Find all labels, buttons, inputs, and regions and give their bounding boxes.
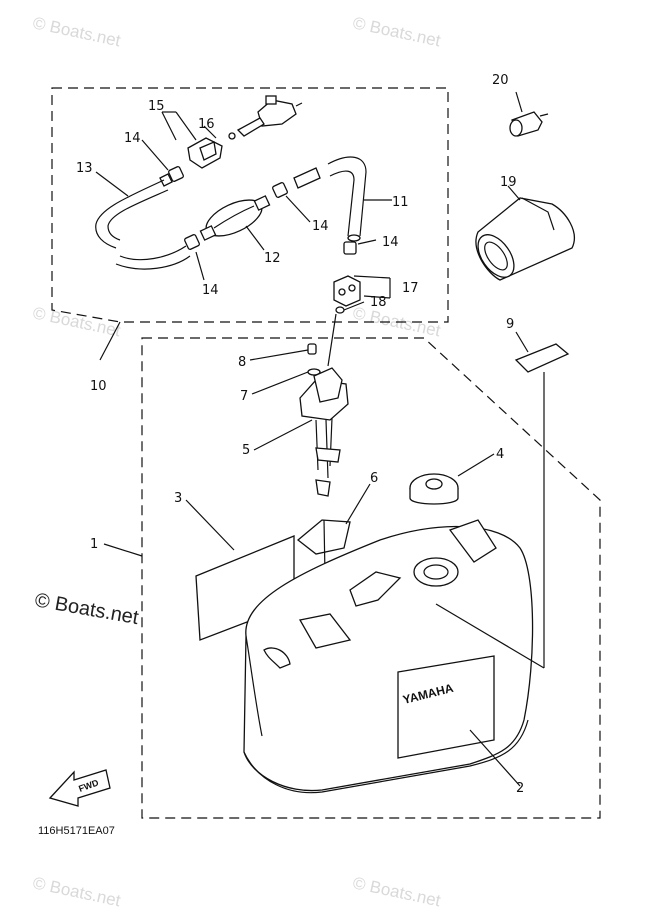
callout-18: 18	[370, 295, 387, 310]
callout-17: 17	[402, 281, 419, 296]
callout-numbers: 15 16 14 13 11 14 12 14 14 17 18 20 19 9…	[76, 73, 524, 796]
callout-5: 5	[242, 443, 250, 458]
primer-pump-part	[199, 195, 271, 241]
watermark-bottom-left: © Boats.net	[31, 873, 122, 910]
connector-cover-19-part	[475, 197, 575, 281]
callout-8: 8	[238, 355, 246, 370]
callout-11: 11	[392, 195, 409, 210]
callout-9: 9	[506, 317, 514, 332]
callout-10: 10	[90, 379, 107, 394]
tank-assembly-outline	[141, 337, 601, 819]
fuel-joint-part	[333, 275, 361, 314]
leader-lines	[95, 91, 545, 787]
callout-1: 1	[90, 537, 98, 552]
callout-14-c: 14	[382, 235, 399, 250]
diagram-code: 116H5171EA07	[38, 825, 115, 837]
callout-14-a: 14	[124, 131, 141, 146]
callout-7: 7	[240, 389, 248, 404]
tank-cap-part	[409, 473, 459, 505]
fuel-hose-13-part	[95, 173, 191, 270]
fuel-line-group-outline	[51, 87, 449, 323]
label-9-part	[514, 343, 570, 373]
callout-13: 13	[76, 161, 93, 176]
hose-clip-part	[187, 137, 223, 169]
callout-2: 2	[516, 781, 524, 796]
forward-direction-arrow: FWD	[48, 769, 111, 807]
callout-3: 3	[174, 491, 182, 506]
fuel-gauge-part	[299, 367, 349, 497]
watermark-bottom-right: © Boats.net	[351, 873, 442, 910]
callout-20: 20	[492, 73, 509, 88]
callout-15: 15	[148, 99, 165, 114]
watermark-prominent: © Boats.net	[33, 589, 140, 629]
callout-14-d: 14	[202, 283, 219, 298]
watermark-top-left: © Boats.net	[31, 13, 122, 50]
fuel-connector-part	[228, 95, 303, 140]
watermark-top-right: © Boats.net	[351, 13, 442, 50]
fuel-tank-body-part: YAMAHA	[243, 519, 534, 794]
callout-6: 6	[370, 471, 378, 486]
fuel-hose-connector-20-part	[509, 111, 549, 137]
fuel-hose-11-part	[293, 156, 367, 242]
watermark-mid-left: © Boats.net	[31, 303, 122, 340]
callout-12: 12	[264, 251, 281, 266]
callout-14-b: 14	[312, 219, 329, 234]
nut-washer-part	[307, 313, 337, 376]
hose-band-fittings	[168, 166, 357, 255]
callout-16: 16	[198, 117, 215, 132]
callout-4: 4	[496, 447, 504, 462]
callout-19: 19	[500, 175, 517, 190]
